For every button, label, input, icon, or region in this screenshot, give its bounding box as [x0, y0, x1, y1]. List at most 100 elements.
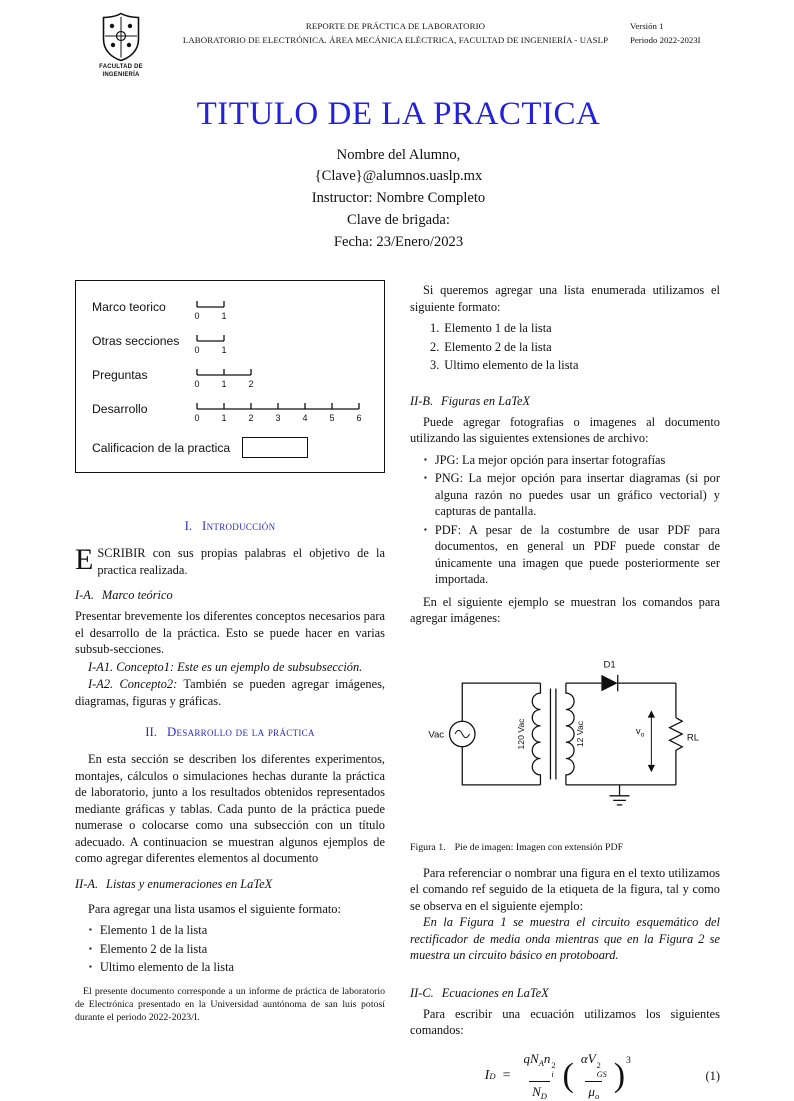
bullet-icon: ▪ [424, 454, 427, 464]
tick-label: 0 [194, 345, 199, 355]
list-item-text: PNG: La mejor opción para insertar diagr… [434, 471, 720, 519]
page-header: FACULTAD DE INGENIERÍA REPORTE DE PRÁCTI… [75, 12, 722, 80]
logo-caption-line2: INGENIERÍA [102, 71, 140, 78]
subsection-heading-listas: II-A. Listas y enumeraciones en LaTeX [75, 877, 385, 892]
author-name: Nombre del Alumno, [336, 146, 461, 163]
header-report-type: REPORTE DE PRÁCTICA DE LABORATORIO [305, 21, 486, 31]
eq-token: o [594, 1091, 600, 1101]
list-item-text: Elemento 1 de la lista [444, 321, 552, 336]
subsection-heading-figuras: II-B. Figuras en LaTeX [410, 394, 720, 409]
grade-input-box [242, 437, 309, 459]
itemize-list-extensions: ▪JPG: La mejor opción para insertar foto… [424, 452, 720, 588]
tick-label: 1 [221, 345, 226, 355]
subsection-number: II-C. [410, 985, 434, 1000]
subsub-label: I-A1. Concepto1: [88, 659, 175, 674]
date-line: Fecha: 23/Enero/2023 [333, 234, 464, 251]
list-item: 1. Elemento 1 de la lista [430, 320, 720, 337]
rubric-row-label: Desarrollo [92, 402, 148, 417]
reference-paragraph: Para referenciar o nombrar una figura en… [410, 865, 720, 913]
list-item-text: Ultimo elemento de la lista [99, 960, 235, 975]
subsection-title: Figuras en LaTeX [441, 393, 531, 408]
figure-1-caption: Figura 1.Pie de imagen: Imagen con exten… [410, 842, 720, 853]
list-item-text: PDF: A pesar de la costumbre de usar PDF… [434, 522, 720, 587]
enum-number: 1. [430, 321, 440, 336]
eq-frac2-denominator: μo [585, 1081, 603, 1101]
subsection-number: II-B. [410, 393, 434, 408]
eq-close-paren: ) [613, 1056, 626, 1094]
diode-icon [601, 674, 618, 691]
paper-title: TITULO DE LA PRACTICA [196, 95, 601, 132]
tick-label: 1 [221, 311, 226, 321]
section-title: Desarrollo de la práctica [166, 725, 315, 740]
university-logo: FACULTAD DE INGENIERÍA [81, 12, 161, 80]
figuras-intro: Puede agregar fotografias o imagenes al … [410, 414, 720, 446]
rubric-row-label: Marco teorico [92, 300, 166, 315]
header-version: Versión 1 [630, 21, 664, 31]
eq-token: GS [596, 1069, 607, 1079]
ecuaciones-intro: Para escribir una ecuación utilizamos lo… [410, 1006, 720, 1038]
source-label: Vac [428, 729, 444, 740]
right-column: Si queremos agregar una lista enumerada … [410, 280, 720, 1101]
subsub-text: Este es un ejemplo de subsubsección. [174, 659, 363, 674]
tick-label: 0 [194, 311, 199, 321]
bullet-icon: ▪ [424, 473, 427, 483]
eq-token: n [543, 1050, 551, 1066]
subsection-heading-ecuaciones: II-C. Ecuaciones en LaTeX [410, 986, 720, 1001]
logo-caption: FACULTAD DE INGENIERÍA [99, 64, 143, 80]
circuit-schematic: Vac 120 Vac 12 Vac D1 RL vo [428, 659, 699, 806]
eq-lhs-sub: D [489, 1071, 496, 1081]
eq-token: αV [580, 1050, 596, 1066]
section-heading-desarrollo: II. Desarrollo de la práctica [75, 725, 385, 740]
list-item: ▪JPG: La mejor opción para insertar foto… [424, 452, 720, 469]
tick-label: 3 [275, 413, 280, 423]
author-email: {Clave}@alumnos.uaslp.mx [314, 168, 483, 185]
tick-label: 0 [194, 413, 199, 423]
crest-icon [102, 12, 140, 62]
eq-outer-exponent: 3 [626, 1056, 631, 1066]
tick-label: 4 [302, 413, 307, 423]
section-number: II. [145, 725, 157, 740]
tick-label: 2 [248, 413, 253, 423]
list-item: ▪Ultimo elemento de la lista [89, 959, 385, 976]
subsection-number: II-A. [75, 876, 99, 891]
itemize-intro: Para agregar una lista usamos el siguien… [88, 901, 341, 916]
bullet-icon: ▪ [89, 925, 92, 935]
itemize-list: ▪Elemento 1 de la lista▪Elemento 2 de la… [89, 922, 385, 978]
eq-token: N [532, 1084, 541, 1100]
diode-label: D1 [603, 659, 615, 670]
subsection-title: Ecuaciones en LaTeX [441, 985, 549, 1000]
enum-number: 3. [430, 358, 440, 373]
list-item-text: Ultimo elemento de la lista [444, 358, 579, 373]
eq-token: D [540, 1091, 547, 1101]
primary-voltage-label: 120 Vac [516, 717, 526, 749]
section-number: I. [184, 519, 193, 534]
secondary-voltage-label: 12 Vac [575, 720, 585, 747]
section-heading-introduccion: I. Introducción [75, 519, 385, 534]
subsub-text: También se pueden agregar imágenes, diag… [75, 677, 385, 708]
tick-label: 6 [356, 413, 361, 423]
subsection-heading-marco-teorico: I-A.Marco teórico [75, 588, 385, 603]
eq-equals: = [502, 1068, 511, 1083]
list-item-text: Elemento 2 de la lista [444, 339, 552, 354]
eq-token: 2 [596, 1060, 601, 1070]
subsection-title: Listas y enumeraciones en LaTeX [106, 876, 273, 891]
subsection-title: Marco teórico [101, 588, 173, 603]
vout-label: vo [636, 726, 645, 738]
section-title: Introducción [202, 519, 276, 534]
